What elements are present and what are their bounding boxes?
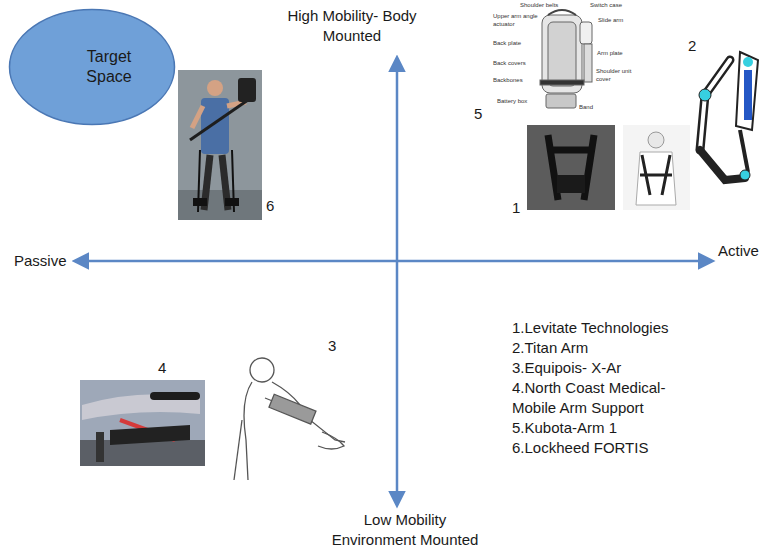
callout-number: 1 — [512, 198, 520, 218]
part-name: Shoulder belts — [520, 2, 558, 10]
kubota-drawing — [540, 10, 592, 108]
axis-label: Low Mobility Environment Mounted — [325, 510, 485, 549]
callout-number: 5 — [474, 104, 482, 124]
part-name: Back covers — [493, 60, 526, 68]
list-item: 5.Kubota-Arm 1 — [512, 418, 617, 438]
vertical-axis — [396, 58, 399, 505]
callout-number: 4 — [158, 358, 166, 378]
list-item: 2.Titan Arm — [512, 338, 588, 358]
list-item: 6.Lockheed FORTIS — [512, 438, 648, 458]
callout-number: 2 — [688, 36, 696, 56]
ellipse-outline — [8, 8, 176, 126]
part-name: Back plate — [493, 40, 521, 48]
part-name: Band — [579, 104, 593, 112]
list-item: 4.North Coast Medical- Mobile Arm Suppor… — [512, 378, 702, 417]
horizontal-axis — [75, 260, 712, 263]
part-name: Upper arm angle actuator — [493, 13, 539, 29]
region-label: Target Space — [79, 47, 139, 87]
axis-label: Active — [718, 241, 759, 261]
callout-number: 6 — [266, 196, 274, 216]
part-name: Battery box — [497, 98, 527, 106]
fortis-photo — [178, 70, 262, 220]
list-item: 1.Levitate Technologies — [512, 318, 669, 338]
part-name: Switch case — [590, 2, 622, 10]
equipois-sketch — [234, 358, 345, 480]
mobile-arm-support-photo — [80, 380, 205, 466]
list-item: 3.Equipois- X-Ar — [512, 358, 621, 378]
axis-label: Passive — [14, 251, 67, 271]
part-name: Slide arm — [598, 17, 623, 25]
target-ellipse: Target Space — [8, 8, 176, 126]
axis-label: High Mobility- Body Mounted — [287, 6, 417, 45]
part-name: Arm plate — [597, 50, 623, 58]
part-name: Shoulder unit cover — [596, 68, 638, 84]
titan-arm-photo — [699, 52, 758, 180]
callout-number: 3 — [328, 336, 336, 356]
levitate-photo — [527, 125, 690, 210]
part-name: Backbones — [493, 77, 523, 85]
